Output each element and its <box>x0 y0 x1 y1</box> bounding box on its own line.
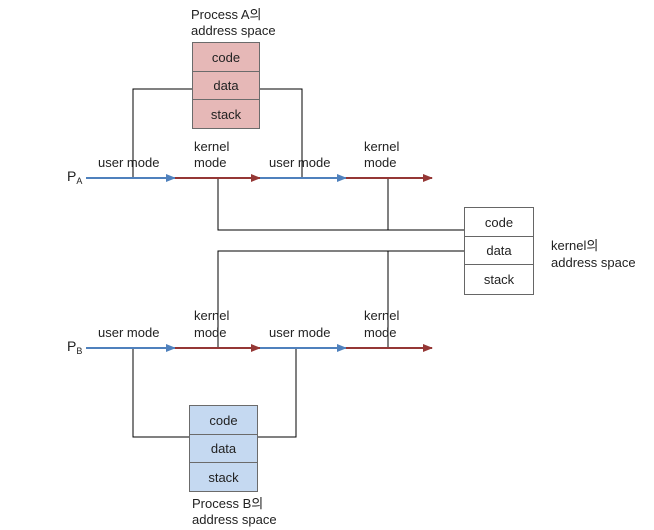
timeline-a-label-1: user mode <box>98 155 160 170</box>
connector-b-right <box>257 348 297 438</box>
timeline-a-label-4-line2: mode <box>364 155 397 170</box>
timeline-a-label-3: user mode <box>269 155 331 170</box>
timeline-b-label-1: user mode <box>98 325 160 340</box>
connector-a-left <box>132 88 193 178</box>
kernel-title-line1: kernel의 <box>551 238 599 253</box>
connector-a-right <box>259 88 303 178</box>
process-a-title-line1: Process A의 <box>191 7 262 22</box>
process-b-title-line2: address space <box>192 512 277 527</box>
timeline-b-label-2-line1: kernel <box>194 308 230 323</box>
timeline-b-label-4-line2: mode <box>364 325 397 340</box>
timeline-a-label-4-line1: kernel <box>364 139 400 154</box>
timeline-a-label-2-line1: kernel <box>194 139 230 154</box>
kernel-title-line2: address space <box>551 255 636 270</box>
connector-kernel-top <box>217 178 465 231</box>
timeline-b-label-4-line1: kernel <box>364 308 400 323</box>
timeline-a-label-2-line2: mode <box>194 155 227 170</box>
process-b-label: PB <box>67 338 83 356</box>
process-b-stack-segment: stack <box>189 462 258 492</box>
connector-kernel-bottom <box>217 250 465 348</box>
process-a-code-segment: code <box>192 42 260 72</box>
kernel-code-segment: code <box>464 207 534 237</box>
timeline-b-label-2-line2: mode <box>194 325 227 340</box>
timeline-b-label-3: user mode <box>269 325 331 340</box>
process-a-data-segment: data <box>192 71 260 100</box>
kernel-stack-segment: stack <box>464 264 534 295</box>
process-a-label: PA <box>67 168 83 186</box>
process-a-title-line2: address space <box>191 23 276 38</box>
process-a-stack-segment: stack <box>192 99 260 129</box>
connector-b-left <box>132 348 190 438</box>
process-b-code-segment: code <box>189 405 258 435</box>
kernel-data-segment: data <box>464 236 534 265</box>
process-b-data-segment: data <box>189 434 258 463</box>
process-b-title-line1: Process B의 <box>192 496 264 511</box>
